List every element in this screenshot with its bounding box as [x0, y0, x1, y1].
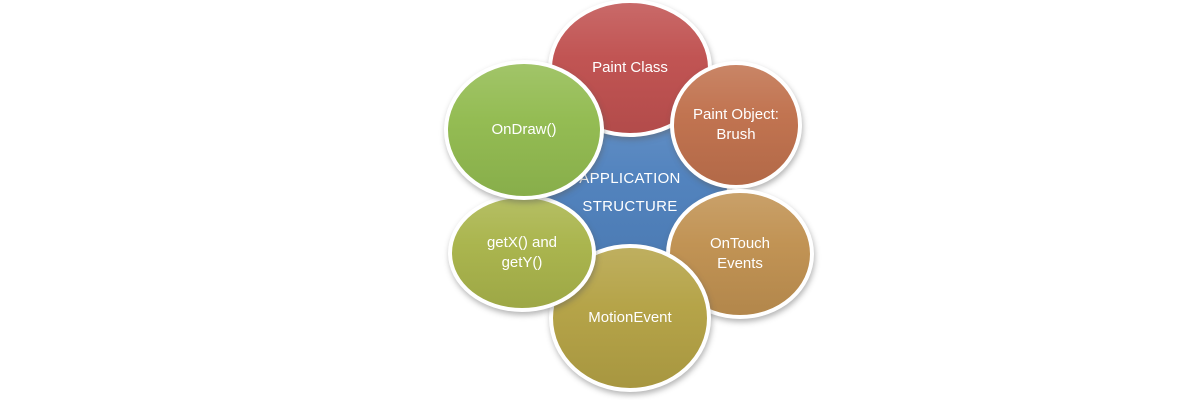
node-label-line: Paint Class — [592, 59, 668, 76]
node-label: Paint Object: Brush — [693, 105, 779, 145]
node-label: getX() and getY() — [487, 233, 557, 273]
node-label-line: STRUCTURE — [582, 198, 678, 215]
node-label: OnDraw() — [491, 120, 556, 140]
node-paint-object-brush: Paint Object: Brush — [670, 61, 802, 189]
node-label-line: Paint Object: — [693, 106, 779, 123]
node-label-line: OnTouch — [709, 235, 771, 252]
node-label-line: APPLICATION — [579, 170, 681, 187]
node-label-line: Events — [717, 255, 763, 272]
node-label-line: Brush — [716, 126, 756, 143]
node-label: OnTouch Events — [710, 234, 770, 274]
node-label: APPLICATION STRUCTURE — [579, 165, 680, 221]
node-label-line: MotionEvent — [588, 309, 672, 326]
node-label: Paint Class — [592, 58, 668, 78]
node-label: MotionEvent — [588, 308, 671, 328]
node-label-line: getY() — [501, 254, 543, 271]
node-getx-gety: getX() and getY() — [448, 194, 596, 312]
node-label-line: OnDraw() — [491, 121, 557, 138]
node-ondraw: OnDraw() — [444, 60, 604, 200]
node-label-line: getX() and — [486, 234, 558, 251]
